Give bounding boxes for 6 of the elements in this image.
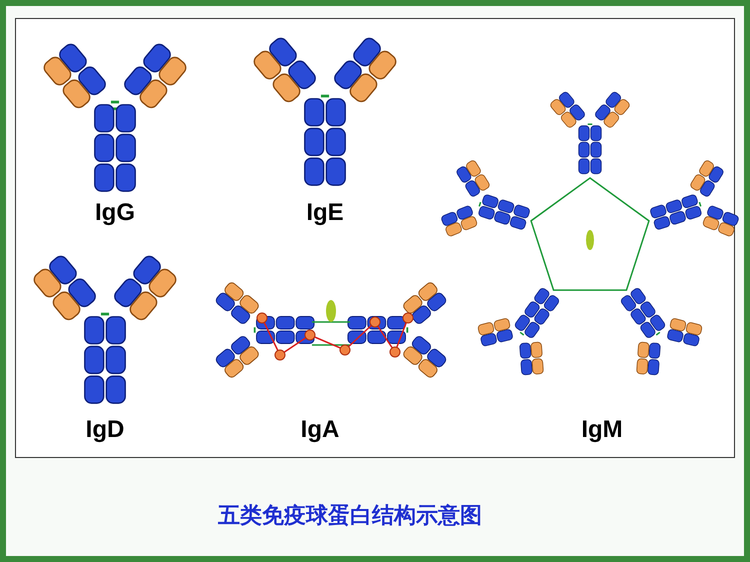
caption: 五类免疫球蛋白结构示意图 (218, 502, 482, 530)
class-label: IgM (581, 418, 623, 442)
class-label: IgA (300, 418, 340, 442)
class-label: IgD (86, 418, 124, 442)
class-label: IgE (306, 201, 344, 225)
class-label: IgG (95, 201, 135, 225)
